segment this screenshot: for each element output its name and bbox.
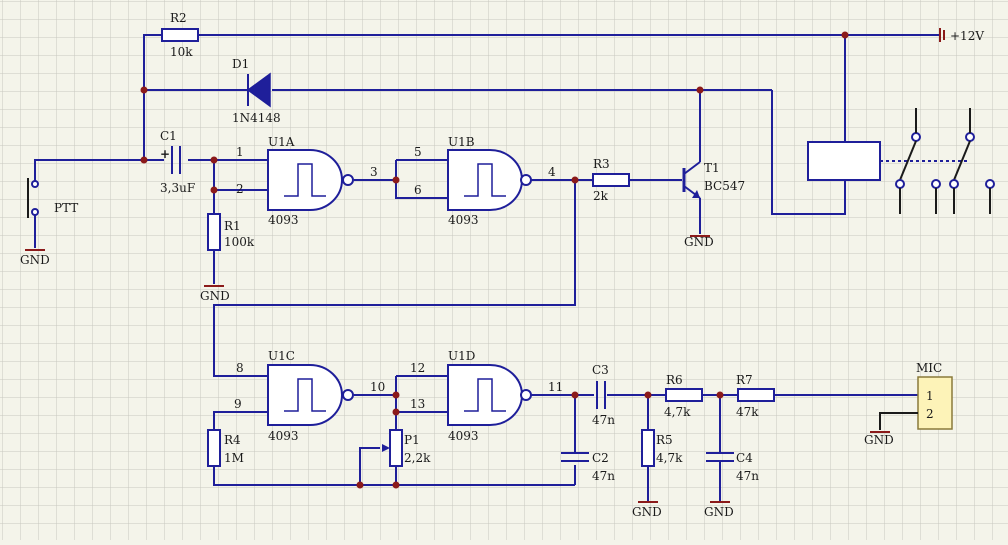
t1-ref: T1	[704, 161, 720, 175]
r6-value: 4,7k	[664, 405, 691, 419]
r3-ref: R3	[593, 157, 610, 171]
u1b-ref: U1B	[448, 135, 475, 149]
resistor-r3: R3 2k	[592, 157, 630, 203]
r6-ref: R6	[666, 373, 683, 387]
resistor-r7: R7 47k	[736, 373, 775, 419]
c2-value: 47n	[592, 469, 615, 483]
u1a-pin-3: 3	[370, 165, 378, 179]
gnd-label-t1: GND	[684, 235, 714, 249]
gnd-label-c4: GND	[704, 505, 734, 519]
r4-value: 1M	[224, 451, 244, 465]
u1d-ref: U1D	[448, 349, 475, 363]
connector-mic: GND MIC 1 2	[864, 361, 953, 447]
u1b-pin-6: 6	[414, 183, 422, 197]
gnd-label-r5: GND	[632, 505, 662, 519]
wires	[34, 34, 940, 486]
switch-ptt: PTT GND	[20, 178, 78, 267]
u1c-pin-10: 10	[370, 380, 385, 394]
capacitor-c4: C4 47n GND	[704, 451, 759, 519]
u1d-pin-13: 13	[410, 397, 425, 411]
resistor-r2: R2 10k	[161, 11, 199, 59]
u1c-ref: U1C	[268, 349, 295, 363]
gate-u1d: U1D 4093 12 13 11	[410, 349, 563, 443]
d1-value: 1N4148	[232, 111, 281, 125]
u1b-pin-5: 5	[414, 145, 422, 159]
resistor-r1: R1 100k GND	[200, 213, 255, 303]
gate-u1a: U1A 4093 1 2 3	[236, 135, 378, 227]
c3-value: 47n	[592, 413, 615, 427]
u1b-part: 4093	[448, 213, 479, 227]
supply-terminal: +12V	[939, 28, 984, 43]
c1-ref: C1	[160, 129, 177, 143]
capacitor-c3: C3 47n	[592, 363, 615, 427]
u1d-pin-12: 12	[410, 361, 425, 375]
c2-ref: C2	[592, 451, 609, 465]
r5-ref: R5	[656, 433, 673, 447]
relay	[807, 108, 995, 214]
r2-ref: R2	[170, 11, 187, 25]
mic-pin-1: 1	[926, 389, 934, 403]
gate-u1c: U1C 4093 8 9 10	[234, 349, 385, 443]
r1-ref: R1	[224, 219, 241, 233]
c4-value: 47n	[736, 469, 759, 483]
ptt-label: PTT	[54, 201, 78, 215]
capacitor-c1: + C1 3,3uF	[160, 129, 195, 195]
supply-label: +12V	[950, 29, 984, 43]
c1-value: 3,3uF	[160, 181, 195, 195]
p1-ref: P1	[404, 433, 420, 447]
transistor-t1: T1 BC547 GND	[682, 160, 745, 249]
r4-ref: R4	[224, 433, 241, 447]
c1-polarity: +	[160, 147, 170, 161]
r7-value: 47k	[736, 405, 759, 419]
u1b-pin-4: 4	[548, 165, 556, 179]
u1a-ref: U1A	[268, 135, 295, 149]
gnd-label-r1: GND	[200, 289, 230, 303]
r1-value: 100k	[224, 235, 255, 249]
u1d-pin-11: 11	[548, 380, 563, 394]
p1-value: 2,2k	[404, 451, 431, 465]
r2-value: 10k	[170, 45, 193, 59]
resistor-r5: R5 4,7k GND	[632, 429, 683, 519]
u1c-pin-8: 8	[236, 361, 244, 375]
junction-dots	[140, 31, 849, 489]
c3-ref: C3	[592, 363, 609, 377]
gate-u1b: U1B 4093 5 6 4	[414, 135, 556, 227]
r5-value: 4,7k	[656, 451, 683, 465]
r7-ref: R7	[736, 373, 753, 387]
r3-value: 2k	[593, 189, 609, 203]
u1c-part: 4093	[268, 429, 299, 443]
c4-ref: C4	[736, 451, 753, 465]
u1a-pin-1: 1	[236, 145, 244, 159]
u1a-part: 4093	[268, 213, 299, 227]
capacitor-c2: C2 47n	[561, 451, 615, 483]
u1d-part: 4093	[448, 429, 479, 443]
mic-ref: MIC	[916, 361, 942, 375]
mic-pin-2: 2	[926, 407, 934, 421]
gnd-label-mic: GND	[864, 433, 894, 447]
u1c-pin-9: 9	[234, 397, 242, 411]
potentiometer-p1: P1 2,2k	[382, 429, 431, 467]
u1a-pin-2: 2	[236, 182, 244, 196]
d1-ref: D1	[232, 57, 249, 71]
gnd-label-ptt: GND	[20, 253, 50, 267]
resistor-r6: R6 4,7k	[664, 373, 703, 419]
diode-d1: D1 1N4148	[232, 57, 281, 125]
t1-value: BC547	[704, 179, 745, 193]
resistor-r4: R4 1M	[207, 429, 244, 467]
